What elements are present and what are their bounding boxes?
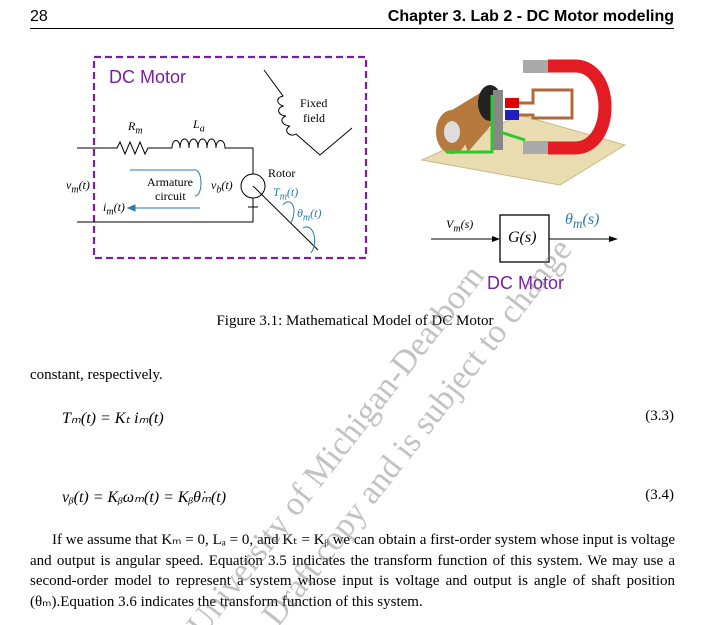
transfer-function-label: G(s) xyxy=(508,229,537,246)
block-output-label: θm(s) xyxy=(565,211,600,232)
dc-motor-dashed-box xyxy=(92,55,368,260)
body-paragraph: If we assume that Kₘ = 0, Lₐ = 0, and Kₜ… xyxy=(30,532,675,610)
torque-arrow xyxy=(282,201,295,224)
block-input-label: Vm(s) xyxy=(446,217,474,235)
circuit-box-title: DC Motor xyxy=(109,67,187,87)
chapter-title: Chapter 3. Lab 2 - DC Motor modeling xyxy=(387,8,674,25)
fixed-field-label-2: field xyxy=(303,111,325,125)
equation-3-3: Tₘ(t) = Kₜ iₘ(t) xyxy=(62,410,164,427)
armature-loop xyxy=(519,88,574,120)
fixed-field-coil xyxy=(263,69,353,156)
resistor-label: Rm xyxy=(128,119,143,137)
intro-text: constant, respectively. xyxy=(30,367,163,383)
figure-graphics xyxy=(77,55,627,263)
page-number: 28 xyxy=(30,8,48,25)
armature-label-2: circuit xyxy=(155,189,186,203)
equation-3-4: vᵦ(t) = Kᵦωₘ(t) = Kᵦθ̇ₘ(t) xyxy=(62,489,227,506)
angle-arrow xyxy=(302,226,316,254)
current-arrow xyxy=(126,204,136,212)
armature-circuit xyxy=(77,69,353,251)
header-rule xyxy=(30,28,674,29)
vb-label: vb(t) xyxy=(211,178,233,196)
im-label: im(t) xyxy=(103,200,125,218)
block-diagram xyxy=(431,214,618,263)
equation-number-3-4: (3.4) xyxy=(645,487,674,503)
inductor xyxy=(171,138,254,174)
inductor-label: La xyxy=(193,117,205,135)
block-diagram-title: DC Motor xyxy=(487,273,565,293)
rotor-label: Rotor xyxy=(268,166,296,180)
resistor xyxy=(77,140,172,156)
theta-label: θm(t) xyxy=(297,206,322,224)
figure-caption: Figure 3.1: Mathematical Model of DC Mot… xyxy=(216,313,494,329)
motor-illustration xyxy=(420,59,627,186)
armature-label-1: Armature xyxy=(147,175,193,189)
torque-label: Tm(t) xyxy=(273,185,299,203)
shaft xyxy=(252,185,319,251)
vm-label: vm(t) xyxy=(66,178,90,196)
horseshoe-magnet xyxy=(548,59,612,155)
fixed-field-label-1: Fixed xyxy=(300,96,328,110)
equation-number-3-3: (3.3) xyxy=(645,408,674,424)
